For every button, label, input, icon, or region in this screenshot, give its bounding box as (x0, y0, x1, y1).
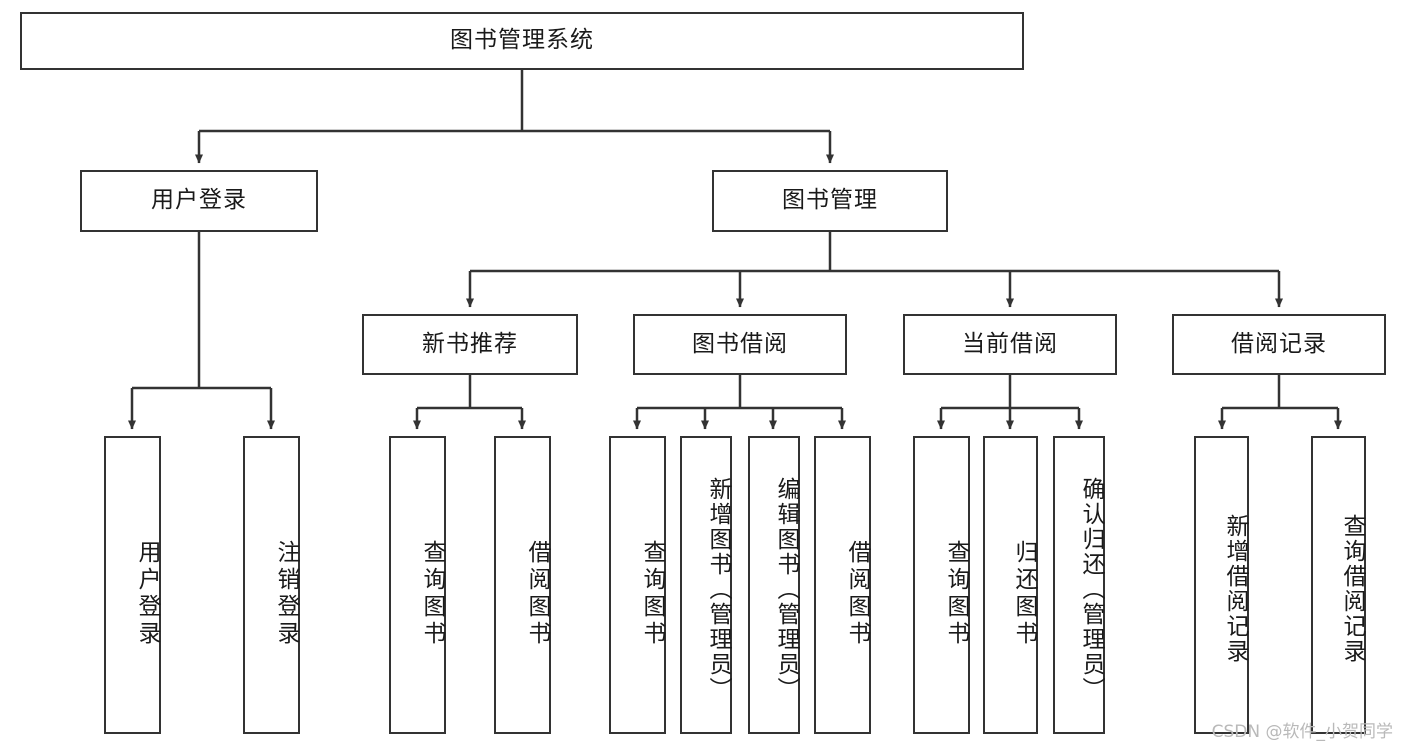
node-leaf-rec-query-label: 查询图书 (419, 540, 445, 648)
node-book-manage-label: 图书管理 (782, 187, 878, 214)
node-leaf-cur-query-label: 查询图书 (943, 540, 969, 648)
node-borrow-record-label: 借阅记录 (1231, 330, 1327, 357)
node-current-borrow-label: 当前借阅 (962, 330, 1058, 357)
node-leaf-rec-borrow[interactable]: 借阅图书 (494, 436, 551, 734)
node-user-login-label: 用户登录 (151, 187, 247, 214)
node-new-book-rec[interactable]: 新书推荐 (362, 314, 578, 375)
node-current-borrow[interactable]: 当前借阅 (903, 314, 1117, 375)
node-book-borrow[interactable]: 图书借阅 (633, 314, 847, 375)
node-leaf-cur-query[interactable]: 查询图书 (913, 436, 970, 734)
node-leaf-user-logout[interactable]: 注销登录 (243, 436, 300, 734)
node-leaf-cur-confirm-label: 确认归还（管理员） (1078, 476, 1104, 702)
node-leaf-borrow-lend[interactable]: 借阅图书 (814, 436, 871, 734)
node-borrow-record[interactable]: 借阅记录 (1172, 314, 1386, 375)
csdn-watermark: CSDN @软件_小贺同学 (1211, 722, 1393, 742)
node-root[interactable]: 图书管理系统 (20, 12, 1024, 70)
node-leaf-borrow-query-label: 查询图书 (639, 540, 665, 648)
node-leaf-user-logout-label: 注销登录 (273, 540, 299, 648)
node-leaf-borrow-lend-label: 借阅图书 (844, 540, 870, 648)
node-leaf-cur-return-label: 归还图书 (1011, 540, 1037, 648)
node-book-manage[interactable]: 图书管理 (712, 170, 948, 232)
node-leaf-borrow-query[interactable]: 查询图书 (609, 436, 666, 734)
node-leaf-rec-query2[interactable]: 查询借阅记录 (1311, 436, 1366, 734)
node-leaf-cur-return[interactable]: 归还图书 (983, 436, 1038, 734)
node-leaf-borrow-add-label: 新增图书（管理员） (705, 476, 731, 702)
node-leaf-cur-confirm[interactable]: 确认归还（管理员） (1053, 436, 1105, 734)
node-root-label: 图书管理系统 (450, 27, 594, 54)
node-leaf-borrow-edit[interactable]: 编辑图书（管理员） (748, 436, 800, 734)
node-user-login[interactable]: 用户登录 (80, 170, 318, 232)
node-new-book-rec-label: 新书推荐 (422, 330, 518, 357)
node-book-borrow-label: 图书借阅 (692, 330, 788, 357)
node-leaf-user-login[interactable]: 用户登录 (104, 436, 161, 734)
node-leaf-user-login-label: 用户登录 (134, 540, 160, 648)
node-leaf-rec-add[interactable]: 新增借阅记录 (1194, 436, 1249, 734)
node-leaf-rec-query[interactable]: 查询图书 (389, 436, 446, 734)
node-leaf-rec-borrow-label: 借阅图书 (524, 540, 550, 648)
node-leaf-borrow-add[interactable]: 新增图书（管理员） (680, 436, 732, 734)
node-leaf-rec-query2-label: 查询借阅记录 (1339, 514, 1365, 664)
node-leaf-borrow-edit-label: 编辑图书（管理员） (773, 476, 799, 702)
node-leaf-rec-add-label: 新增借阅记录 (1222, 514, 1248, 664)
